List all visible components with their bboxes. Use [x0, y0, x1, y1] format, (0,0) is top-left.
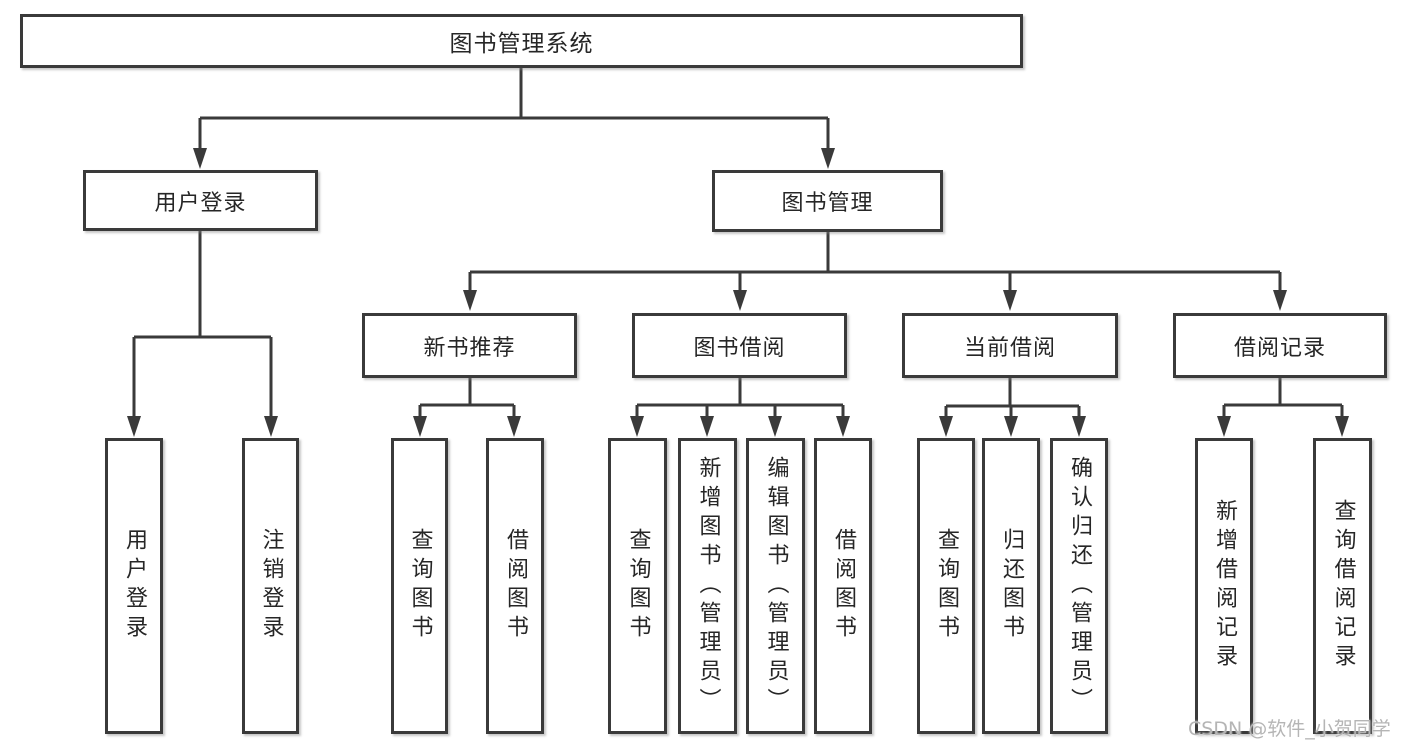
leaf-query-borrow-record: 查询借阅记录	[1313, 438, 1372, 734]
arrowhead	[1004, 416, 1018, 437]
leaf-add-borrow-record: 新增借阅记录	[1195, 438, 1253, 734]
arrowhead	[821, 148, 835, 169]
leaf-query-books: 查询图书	[391, 438, 448, 734]
node-user-login: 用户登录	[83, 170, 318, 231]
leaf-borrow-books-2: 借阅图书	[814, 438, 872, 734]
leaf-edit-books-admin: 编辑图书（管理员）	[746, 438, 805, 734]
leaf-user-login: 用户登录	[105, 438, 163, 734]
node-library-management-system: 图书管理系统	[20, 14, 1023, 68]
arrowhead	[630, 416, 644, 437]
node-borrowing-records: 借阅记录	[1173, 313, 1387, 378]
arrowhead	[413, 416, 427, 437]
node-new-book-recommendation: 新书推荐	[362, 313, 577, 378]
arrowhead	[463, 290, 477, 311]
leaf-query-books-3: 查询图书	[917, 438, 975, 734]
csdn-watermark: CSDN @软件_小贺同学	[1188, 718, 1391, 740]
arrowhead	[1217, 416, 1231, 437]
node-book-borrowing: 图书借阅	[632, 313, 847, 378]
arrowhead	[507, 416, 521, 437]
arrowhead	[700, 416, 714, 437]
arrowhead	[127, 416, 141, 437]
node-current-borrowing: 当前借阅	[902, 313, 1118, 378]
arrowhead	[1273, 290, 1287, 311]
arrowhead	[768, 416, 782, 437]
arrowhead	[939, 416, 953, 437]
leaf-confirm-return-admin: 确认归还（管理员）	[1050, 438, 1108, 734]
leaf-borrow-books: 借阅图书	[486, 438, 544, 734]
arrowhead	[1072, 416, 1086, 437]
arrowhead	[1335, 416, 1349, 437]
leaf-add-books-admin: 新增图书（管理员）	[678, 438, 737, 734]
node-book-management: 图书管理	[712, 170, 943, 232]
arrowhead	[836, 416, 850, 437]
leaf-query-books-2: 查询图书	[608, 438, 667, 734]
arrowhead	[264, 416, 278, 437]
leaf-return-books: 归还图书	[982, 438, 1040, 734]
leaf-logout: 注销登录	[242, 438, 299, 734]
arrowhead	[193, 148, 207, 169]
arrowhead	[733, 290, 747, 311]
arrowhead	[1003, 290, 1017, 311]
